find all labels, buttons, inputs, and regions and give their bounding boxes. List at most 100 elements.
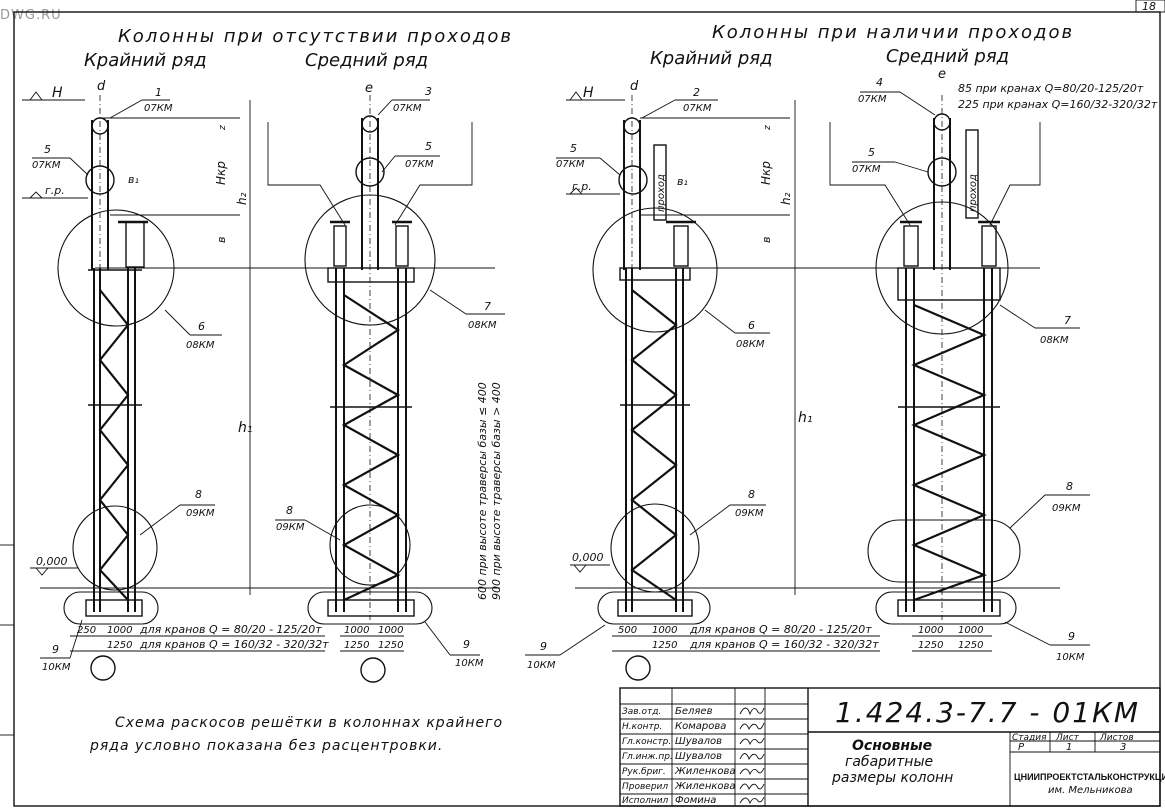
dim-h1: h₁ [238,420,253,436]
dim-z: z [218,125,228,131]
svg-text:1: 1 [155,86,162,99]
svg-text:5: 5 [425,140,432,153]
footnote-line-2: ряда условно показана без расцентровки. [89,738,443,754]
dim-hkr: Hкр [214,161,228,185]
svg-text:г.р.: г.р. [45,184,65,197]
svg-text:5: 5 [868,146,875,159]
column-outer-with-passage [592,95,718,681]
svg-text:9: 9 [1068,630,1075,643]
svg-text:08КМ: 08КМ [1040,335,1069,346]
svg-text:Комарова: Комарова [675,721,726,732]
base-dimensions-a: 250 1000 1250 для кранов Q = 80/20 - 125… [70,623,329,652]
crane-note-225: 225 при кранах Q=160/32-320/32т [958,98,1158,111]
svg-text:Беляев: Беляев [675,706,713,717]
svg-text:09КМ: 09КМ [276,522,305,533]
dim-h2: h₂ [235,192,249,205]
column-outer-no-passage [57,95,175,681]
dim-z: z [763,125,773,131]
callout-5: 5 07КМ [852,146,929,175]
svg-text:Шувалов: Шувалов [675,751,722,762]
svg-text:5: 5 [570,142,577,155]
callout-8: 8 09КМ [275,504,341,541]
callout-9: 9 10КМ [1004,621,1090,663]
svg-text:07КМ: 07КМ [405,159,434,170]
svg-text:1000: 1000 [918,625,943,636]
svg-text:07КМ: 07КМ [556,159,585,170]
svg-text:для кранов Q = 80/20 - 125/20т: для кранов Q = 80/20 - 125/20т [139,623,322,636]
svg-text:Листов: Листов [1099,733,1134,743]
svg-text:7: 7 [1064,314,1071,327]
svg-text:Лист: Лист [1055,733,1080,743]
svg-text:H: H [52,85,63,101]
svg-text:07КМ: 07КМ [683,103,712,114]
callout-7: 7 08КМ [429,289,505,331]
svg-text:Проверил: Проверил [622,782,668,792]
svg-text:Исполнил: Исполнил [622,796,669,806]
organization-subname: им. Мельникова [1048,785,1133,796]
passage-label: проход [656,174,667,212]
document-code: 1.424.3-7.7 - 01КМ [835,696,1140,729]
callout-4: 4 07КМ [858,76,936,116]
svg-text:08КМ: 08КМ [186,340,215,351]
svg-text:0,000: 0,000 [572,551,604,564]
sheet-corner-number: 18 [1142,0,1156,13]
callout-9: 9 10КМ [40,619,83,673]
column-middle-no-passage [267,95,473,683]
svg-text:09КМ: 09КМ [735,508,764,519]
traverse-note-900: 900 при высоте траверсы базы > 400 [490,382,503,600]
svg-text:08КМ: 08КМ [468,320,497,331]
drawing-title-line: размеры колонн [831,770,953,786]
traverse-note-600: 600 при высоте траверсы базы ≤ 400 [476,382,489,600]
callout-9: 9 10КМ [424,621,484,669]
column-middle-with-passage [829,95,1041,625]
level-marker-rail: г.р. [22,184,88,199]
base-dimensions-d: 1000 1000 1250 1250 [912,625,992,652]
svg-text:1250: 1250 [958,640,983,651]
level-marker-zero: 0,000 [30,555,78,576]
dim-b: в [760,237,773,243]
svg-text:10КМ: 10КМ [1056,652,1085,663]
dim-hkr: Hкр [759,161,773,185]
level-marker-zero: 0,000 [570,551,610,573]
callout-8: 8 09КМ [689,488,766,536]
crane-note-85: 85 при кранах Q=80/20-125/20т [958,82,1144,95]
dim-h2: h₂ [779,192,793,205]
svg-text:5: 5 [44,143,51,156]
heading-middle-row: Средний ряд [886,46,1009,67]
svg-text:07КМ: 07КМ [32,160,61,171]
dim-d: d [630,79,639,94]
heading-no-passages: Колонны при отсутствии проходов [118,26,513,47]
svg-text:г.р.: г.р. [572,180,592,193]
svg-text:8: 8 [195,488,202,501]
svg-text:Рук.бриг.: Рук.бриг. [622,767,666,777]
svg-text:1000: 1000 [958,625,983,636]
svg-text:10КМ: 10КМ [42,662,71,673]
svg-text:4: 4 [876,76,883,89]
svg-text:для кранов Q = 160/32 - 320/32: для кранов Q = 160/32 - 320/32т [139,638,329,651]
svg-text:10КМ: 10КМ [455,658,484,669]
dim-b1: в₁ [128,173,139,186]
svg-text:09КМ: 09КМ [1052,503,1081,514]
callout-8: 8 09КМ [1009,480,1090,529]
svg-text:500: 500 [618,625,637,636]
base-dimensions-b: 1000 1000 1250 1250 [340,625,404,652]
footnote-line-1: Схема раскосов решётки в колоннах крайне… [115,715,503,731]
svg-text:Жиленкова: Жиленкова [674,766,736,777]
level-marker-h: H [566,85,625,101]
svg-text:9: 9 [52,643,59,656]
callout-1: 1 07КМ [109,86,173,119]
svg-text:7: 7 [484,300,491,313]
svg-text:Р: Р [1018,742,1025,753]
dim-h1: h₁ [798,410,813,426]
svg-text:0,000: 0,000 [36,555,68,568]
svg-text:Гл.инж.пр.: Гл.инж.пр. [622,752,673,762]
svg-text:10КМ: 10КМ [527,660,556,671]
base-dimensions-c: 500 1000 1250 для кранов Q = 80/20 - 125… [612,623,880,652]
heading-outer-row: Крайний ряд [650,48,773,69]
heading-outer-row: Крайний ряд [84,50,207,71]
svg-text:9: 9 [540,640,547,653]
heading-middle-row: Средний ряд [305,50,428,71]
svg-text:для кранов Q = 80/20 - 125/20т: для кранов Q = 80/20 - 125/20т [689,623,872,636]
svg-text:3: 3 [1120,742,1126,753]
